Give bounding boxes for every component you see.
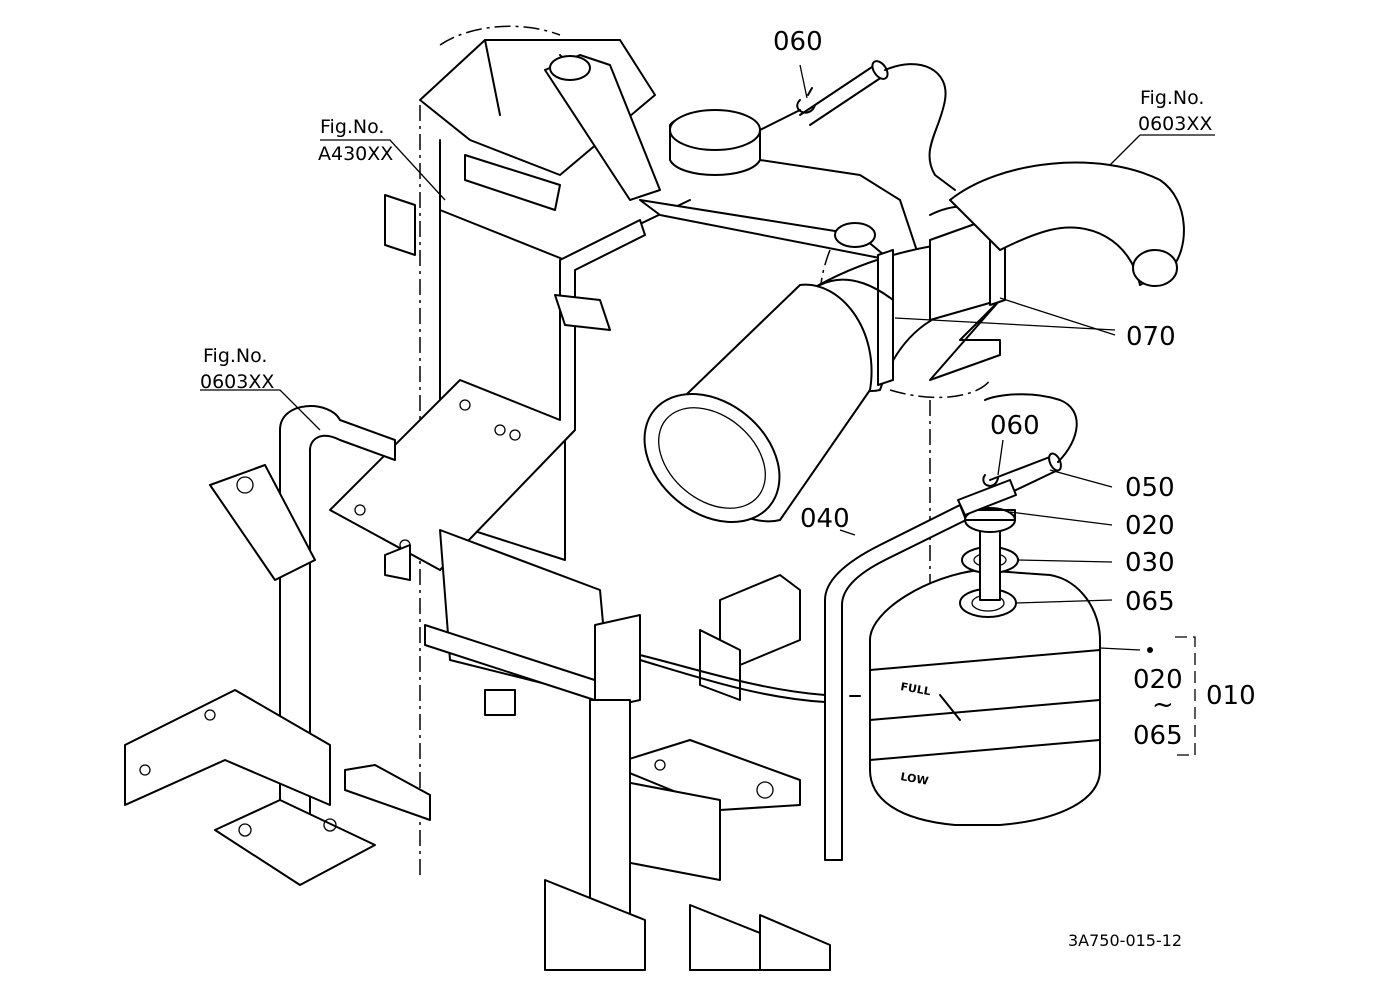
callout-040: 040 — [800, 504, 850, 534]
range-to: 065 — [1133, 721, 1183, 751]
callout-030: 030 — [1125, 548, 1175, 578]
leader-lines — [200, 64, 1215, 756]
callout-010: 010 — [1206, 681, 1256, 711]
fig-ref-a430-label: Fig.No. — [320, 116, 384, 138]
range-separator: ~ — [1152, 690, 1174, 720]
center-bracket — [329, 154, 646, 581]
callout-060-mid: 060 — [990, 411, 1040, 441]
callout-020: 020 — [1125, 511, 1175, 541]
callout-060-top: 060 — [773, 27, 823, 57]
callout-070: 070 — [1126, 322, 1176, 352]
right-lower-bracket — [544, 574, 831, 971]
fig-ref-a430-code: A430XX — [318, 143, 393, 165]
radiator-hose — [643, 214, 1001, 524]
lower-housing — [424, 529, 641, 716]
right-pipe — [949, 161, 1185, 287]
tank-low-mark: LOW — [899, 770, 929, 788]
fig-ref-left-code: 0603XX — [200, 371, 274, 393]
fig-ref-right-code: 0603XX — [1138, 113, 1212, 135]
callout-065: 065 — [1125, 587, 1175, 617]
left-pipe — [124, 405, 431, 886]
fig-ref-right-label: Fig.No. — [1140, 87, 1204, 109]
tank-cap-stack — [957, 474, 1019, 618]
drawing-code: 3A750-015-12 — [1068, 931, 1182, 950]
tank-full-mark: FULL — [899, 680, 931, 698]
overflow-hose-050 — [984, 393, 1078, 501]
range-from: 020 — [1133, 665, 1183, 695]
fig-ref-left-label: Fig.No. — [203, 345, 267, 367]
reserve-tank — [869, 569, 1101, 826]
hose-050-top — [799, 60, 956, 191]
clip-060-top — [759, 87, 816, 131]
callout-050: 050 — [1125, 473, 1175, 503]
